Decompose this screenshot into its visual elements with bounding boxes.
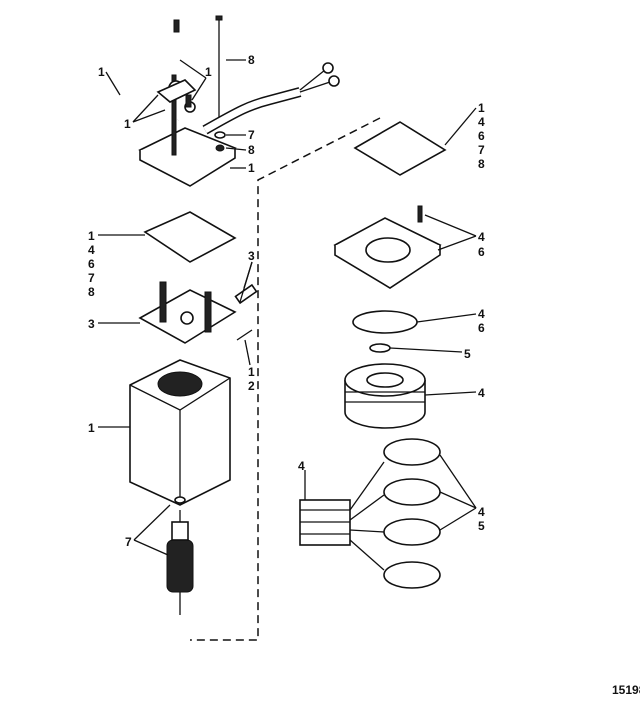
svg-text:4: 4 [478, 115, 485, 129]
callout-pump: 4 [478, 386, 485, 400]
assembly-dashed-line [190, 117, 381, 641]
callout-seals-5: 5 [478, 519, 485, 533]
left-gasket [143, 211, 237, 263]
end-cap [138, 19, 237, 187]
through-bolt [215, 15, 223, 125]
callout-hose: 1 [98, 65, 105, 79]
washer-8 [215, 144, 225, 152]
brush [234, 283, 258, 305]
brush-holder [138, 281, 237, 344]
callout-washer-7: 7 [248, 128, 255, 142]
svg-text:8: 8 [478, 157, 485, 171]
svg-text:6: 6 [478, 129, 485, 143]
svg-text:4: 4 [88, 243, 95, 257]
o-ring [352, 310, 418, 334]
svg-text:8: 8 [88, 285, 95, 299]
svg-text:6: 6 [88, 257, 95, 271]
callout-valve: 4 [298, 459, 305, 473]
callout-housing-4: 4 [478, 230, 485, 244]
seals [383, 438, 441, 589]
svg-text:1: 1 [478, 101, 485, 115]
callout-spring-1: 1 [248, 365, 255, 379]
callout-seals-4: 4 [478, 505, 485, 519]
svg-text:7: 7 [88, 271, 95, 285]
callout-left-gasket: 1 4 6 7 8 [88, 229, 95, 299]
callout-spring-2: 2 [248, 379, 255, 393]
callout-oring-4: 4 [478, 307, 485, 321]
valve-block [299, 499, 351, 546]
callout-brush: 3 [248, 249, 255, 263]
svg-text:1: 1 [88, 229, 95, 243]
svg-text:7: 7 [478, 143, 485, 157]
callout-end-cap: 1 [248, 161, 255, 175]
callout-housing-6: 6 [478, 245, 485, 259]
callout-washer-8: 8 [248, 143, 255, 157]
callout-right-gasket: 1 4 6 7 8 [478, 101, 485, 171]
pump-housing [333, 205, 442, 289]
pump-assembly [344, 363, 426, 429]
wire-leads [202, 62, 340, 135]
callout-small-oring: 5 [464, 347, 471, 361]
motor-frame [129, 359, 231, 506]
callout-top-screws: 1 [205, 65, 212, 79]
washer-7 [214, 131, 226, 139]
callout-brush-holder: 3 [88, 317, 95, 331]
leader-lines [98, 59, 477, 571]
right-gasket [353, 121, 447, 176]
callout-rod: 8 [248, 53, 255, 67]
spring [236, 329, 253, 341]
small-o-ring [369, 343, 391, 353]
callout-oring-6: 6 [478, 321, 485, 335]
callout-armature: 7 [125, 535, 132, 549]
callout-frame: 1 [88, 421, 95, 435]
figure-number: 15198 [612, 683, 640, 697]
callout-plate-parts: 1 [124, 117, 131, 131]
armature [166, 496, 194, 615]
